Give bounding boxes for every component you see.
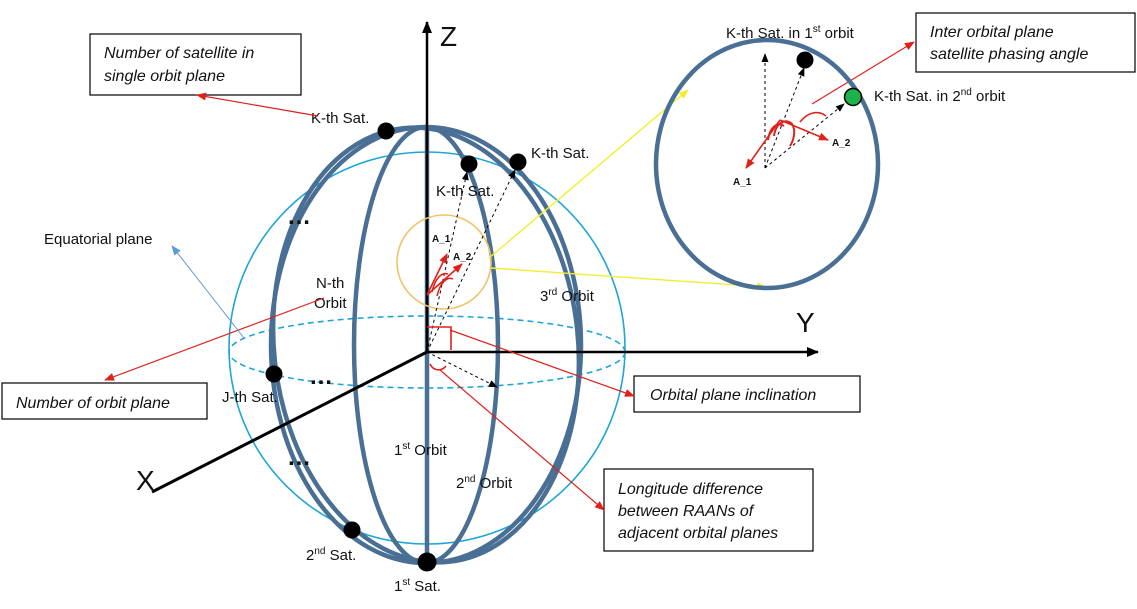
equatorial-plane-label: Equatorial plane — [44, 231, 152, 248]
first-orbit-label: 1st Orbit — [394, 441, 448, 459]
callout-phasing: Inter orbital plane satellite phasing an… — [915, 12, 1136, 73]
y-axis-label: Y — [796, 307, 815, 338]
satellite-jth — [265, 365, 283, 383]
z-axis-label: Z — [440, 21, 457, 52]
orbit-3 — [270, 125, 582, 565]
first-sat-label: 1st Sat. — [394, 577, 441, 595]
svg-text:satellite phasing angle: satellite phasing angle — [930, 46, 1088, 63]
svg-text:Orbital plane inclination: Orbital plane inclination — [650, 387, 816, 404]
second-orbit-label: 2nd Orbit — [456, 474, 513, 492]
third-orbit-label: 3rd Orbit — [540, 287, 595, 305]
leader-satellite-count — [196, 92, 319, 117]
zoom-leader-top — [488, 89, 689, 259]
ellipsis-mid: … — [309, 363, 333, 390]
nth-orbit-label-line1: N-th — [316, 275, 344, 292]
callout-orbit-plane-count: Number of orbit plane — [1, 382, 208, 420]
x-axis-label: X — [136, 465, 155, 496]
inclination-marker — [427, 326, 452, 350]
a2-label: A_2 — [453, 252, 472, 263]
kth-sat-label-orbit1: K-th Sat. — [436, 183, 494, 200]
radius-to-kth-sat-orbit2 — [426, 169, 516, 353]
kth-sat-label-orbit2: K-th Sat. — [531, 145, 589, 162]
leader-equatorial-plane — [171, 245, 245, 339]
satellite-2nd — [343, 521, 361, 539]
raan-angle-arc — [429, 363, 447, 371]
zoom-leader-bottom — [490, 267, 767, 291]
satellite-kth-n — [377, 122, 395, 140]
leader-raan — [439, 369, 605, 511]
svg-text:between RAANs of: between RAANs of — [618, 503, 755, 520]
phasing-angle-arc — [431, 272, 449, 293]
inset-kth-second-label: K-th Sat. in 2nd orbit — [874, 87, 1006, 105]
leader-orbit-plane-count — [104, 297, 325, 381]
jth-sat-label: J-th Sat. — [222, 389, 278, 406]
svg-text:Number of satellite in: Number of satellite in — [104, 45, 254, 62]
inset-a1-label: A_1 — [733, 177, 752, 188]
svg-text:Inter orbital plane: Inter orbital plane — [930, 24, 1054, 41]
kth-sat-label-nth-orbit: K-th Sat. — [311, 110, 369, 127]
x-axis — [151, 350, 428, 494]
satellite-kth-1 — [460, 155, 478, 173]
a1-label: A_1 — [432, 234, 451, 245]
nth-orbit-label-line2: Orbit — [314, 295, 347, 312]
svg-text:Number of orbit plane: Number of orbit plane — [16, 395, 170, 412]
leader-inclination — [449, 329, 635, 397]
second-sat-label: 2nd Sat. — [306, 546, 356, 564]
svg-text:single orbit plane: single orbit plane — [104, 68, 225, 85]
raan-direction-line — [426, 351, 498, 388]
phasing-angle-arc-2 — [436, 277, 454, 297]
vector-a1 — [426, 253, 448, 296]
callout-inclination: Orbital plane inclination — [633, 375, 861, 413]
satellite-1st — [417, 552, 437, 572]
ellipsis-top: … — [287, 203, 311, 230]
satellite-kth-2 — [509, 153, 527, 171]
callout-satellite-count: Number of satellite in single orbit plan… — [89, 33, 302, 96]
leader-phasing — [811, 41, 915, 105]
inset-a2-label: A_2 — [832, 138, 851, 149]
inset-kth-sat-orbit2 — [843, 87, 863, 107]
inset-kth-sat-orbit1 — [796, 51, 814, 69]
inset-zoom-view — [653, 37, 881, 291]
svg-text:Longitude difference: Longitude difference — [618, 481, 763, 498]
phasing-highlight-circle — [396, 214, 492, 310]
callout-raan: Longitude difference between RAANs of ad… — [603, 468, 814, 552]
svg-text:adjacent orbital planes: adjacent orbital planes — [618, 525, 778, 542]
ellipsis-bottom: … — [287, 444, 311, 471]
inset-kth-first-label: K-th Sat. in 1st orbit — [726, 24, 855, 42]
